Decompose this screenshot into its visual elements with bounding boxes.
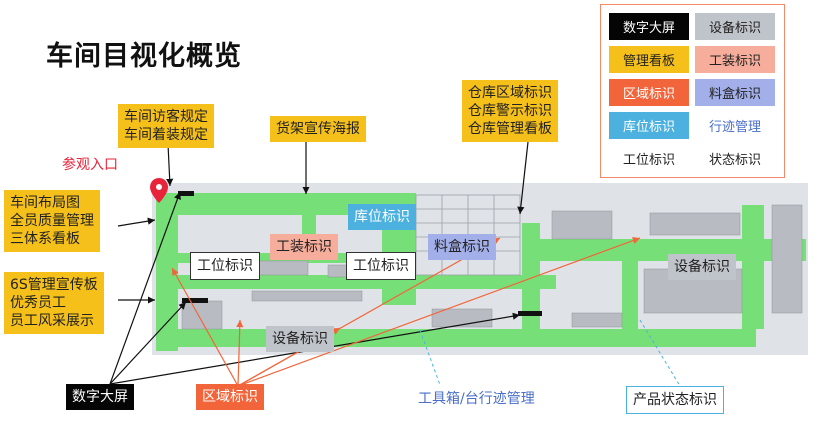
- legend-item-management-board: 管理看板: [609, 46, 689, 73]
- legend-item-workstation: 工位标识: [609, 145, 689, 172]
- floor-label-storage: 库位标识: [348, 204, 416, 230]
- page-title: 车间目视化概览: [46, 41, 242, 72]
- entrance-label: 参观入口: [62, 157, 118, 173]
- floor-label-workstation-left: 工位标识: [190, 252, 260, 280]
- legend-item-area: 区域标识: [609, 79, 689, 106]
- callout-warehouse: 仓库区域标识仓库警示标识仓库管理看板: [462, 80, 558, 142]
- floor-label-material-box: 料盒标识: [428, 234, 496, 260]
- callout-toolbox-track: 工具箱/台行迹管理: [418, 391, 535, 407]
- floor-label-equipment-right: 设备标识: [668, 254, 736, 280]
- legend-item-track: 行迹管理: [695, 112, 775, 139]
- legend-item-digital-screen: 数字大屏: [609, 13, 689, 40]
- legend-item-material-box: 料盒标识: [695, 79, 775, 106]
- legend-item-storage: 库位标识: [609, 112, 689, 139]
- floor-label-workstation-mid: 工位标识: [346, 252, 416, 280]
- callout-area-label: 区域标识: [196, 384, 264, 410]
- callout-layout-board: 车间布局图全员质量管理三体系看板: [4, 190, 100, 252]
- location-pin-icon: [150, 178, 168, 203]
- floor-label-equipment-bottom: 设备标识: [266, 326, 334, 352]
- legend-item-status: 状态标识: [695, 145, 775, 172]
- legend-item-fixture: 工装标识: [695, 46, 775, 73]
- callout-visitor-rules: 车间访客规定车间着装规定: [118, 104, 214, 148]
- callout-6s-board: 6S管理宣传板优秀员工员工风采展示: [4, 272, 104, 334]
- callout-shelf-poster: 货架宣传海报: [270, 116, 366, 142]
- callout-product-status: 产品状态标识: [626, 386, 724, 414]
- callout-digital-screen: 数字大屏: [66, 384, 134, 410]
- legend-panel: 数字大屏 设备标识 管理看板 工装标识 区域标识 料盒标识 库位标识 行迹管理 …: [600, 4, 785, 178]
- floor-label-fixture: 工装标识: [270, 234, 338, 260]
- legend-item-equipment: 设备标识: [695, 13, 775, 40]
- aisle-area: [156, 193, 806, 351]
